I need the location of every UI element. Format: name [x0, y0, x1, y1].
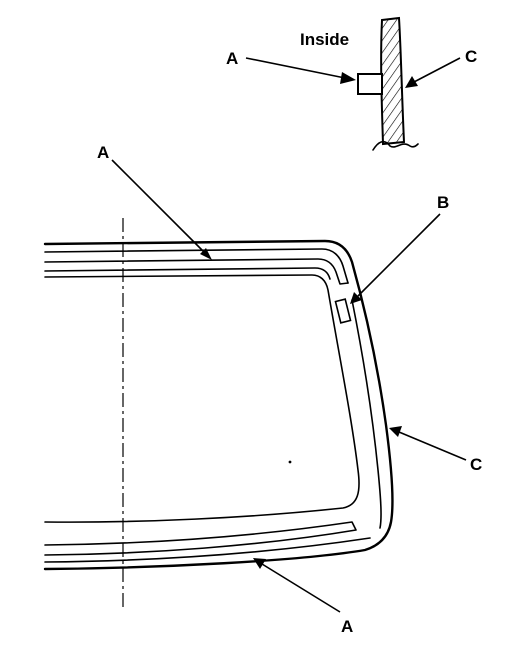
leader-a-detail	[245, 57, 346, 79]
clip-b	[334, 298, 352, 324]
glass-mark	[288, 460, 292, 464]
label-a-detail: A	[226, 49, 238, 68]
callouts: A B C A	[97, 143, 482, 636]
arrowhead-c-side	[389, 426, 402, 437]
section-break-line	[372, 140, 419, 151]
upper-molding-strip	[44, 258, 349, 285]
leader-c-side	[398, 431, 467, 461]
arrowhead-a-upper	[200, 248, 212, 260]
label-c-side: C	[470, 455, 482, 474]
label-a-lower: A	[341, 617, 353, 636]
lower-molding-strip	[44, 521, 357, 556]
glass-visible-area	[44, 274, 360, 523]
arrowhead-c-detail	[405, 76, 418, 88]
glass-section	[380, 16, 406, 146]
windshield-view	[43, 218, 394, 610]
leader-a-upper	[111, 159, 205, 253]
side-molding-inner	[351, 299, 382, 529]
arrowhead-a-lower	[253, 558, 266, 569]
leader-c-detail	[413, 57, 461, 83]
label-c-detail: C	[465, 47, 477, 66]
molding-outer-edge	[43, 239, 394, 571]
clip-a-section	[357, 73, 383, 95]
arrowhead-a-detail	[340, 72, 356, 84]
cross-section-detail: Inside A C	[226, 16, 477, 151]
leader-a-lower	[261, 563, 341, 613]
lower-molding-outer	[44, 537, 371, 563]
label-a-upper: A	[97, 143, 109, 162]
upper-molding-line-1	[44, 248, 349, 284]
label-b: B	[437, 193, 449, 212]
arrowhead-b	[350, 292, 362, 304]
upper-molding-line-3	[44, 267, 331, 280]
leader-b	[357, 213, 441, 297]
label-inside: Inside	[300, 30, 349, 49]
